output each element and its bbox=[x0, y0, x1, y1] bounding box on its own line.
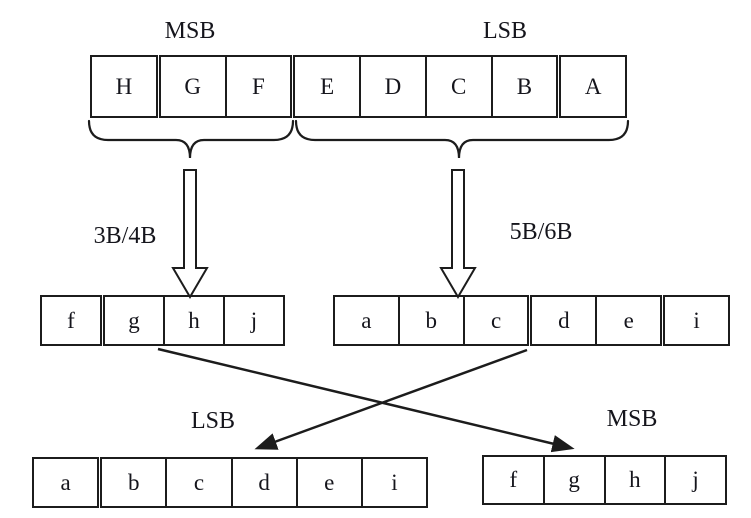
bottom-msb-label: MSB bbox=[606, 406, 658, 432]
bit-cell: h bbox=[603, 455, 667, 505]
bit-cell: A bbox=[559, 55, 627, 118]
encoder-3b4b-label: 3B/4B bbox=[93, 223, 157, 249]
bottom-lsb-label: LSB bbox=[190, 408, 236, 434]
bit-cell: c bbox=[165, 457, 233, 508]
cross-arrow-to-lsb bbox=[254, 348, 528, 450]
bit-cell: g bbox=[542, 455, 606, 505]
bit-cell: g bbox=[103, 295, 165, 346]
bit-cell: H bbox=[90, 55, 158, 118]
top-lsb-label: LSB bbox=[482, 18, 528, 44]
lsb-group-brace bbox=[294, 119, 630, 159]
encoded-3b4b-register: f g h j bbox=[40, 295, 285, 346]
bit-cell: i bbox=[360, 457, 429, 508]
msb-group-brace bbox=[87, 119, 295, 159]
encoded-5b6b-register: a b c d e i bbox=[333, 295, 730, 346]
bit-cell: h bbox=[163, 295, 225, 346]
top-byte-register: H G F E D C B A bbox=[90, 55, 627, 118]
bit-cell: D bbox=[359, 55, 427, 118]
encoder-5b6b-label: 5B/6B bbox=[509, 219, 573, 245]
bit-cell: F bbox=[224, 55, 293, 118]
bit-cell: j bbox=[664, 455, 727, 505]
bottom-msb-register: f g h j bbox=[482, 455, 727, 505]
bit-cell: C bbox=[424, 55, 493, 118]
bit-cell: f bbox=[40, 295, 102, 346]
bit-cell: e bbox=[595, 295, 663, 346]
bit-cell: B bbox=[490, 55, 559, 118]
bit-cell: E bbox=[293, 55, 361, 118]
bit-cell: d bbox=[230, 457, 298, 508]
arrow-3b4b-icon bbox=[171, 169, 209, 299]
bit-cell: c bbox=[462, 295, 530, 346]
bit-cell: d bbox=[530, 295, 598, 346]
bit-cell: b bbox=[397, 295, 465, 346]
arrow-5b6b-icon bbox=[439, 169, 477, 299]
bit-cell: i bbox=[663, 295, 730, 346]
bit-cell: e bbox=[295, 457, 363, 508]
bit-cell: a bbox=[32, 457, 100, 508]
bit-cell: G bbox=[158, 55, 227, 118]
bit-cell: a bbox=[333, 295, 400, 346]
top-msb-label: MSB bbox=[164, 18, 216, 44]
bit-cell: b bbox=[100, 457, 168, 508]
bottom-lsb-register: a b c d e i bbox=[32, 457, 429, 508]
bit-cell: f bbox=[482, 455, 545, 505]
bit-cell: j bbox=[223, 295, 285, 346]
